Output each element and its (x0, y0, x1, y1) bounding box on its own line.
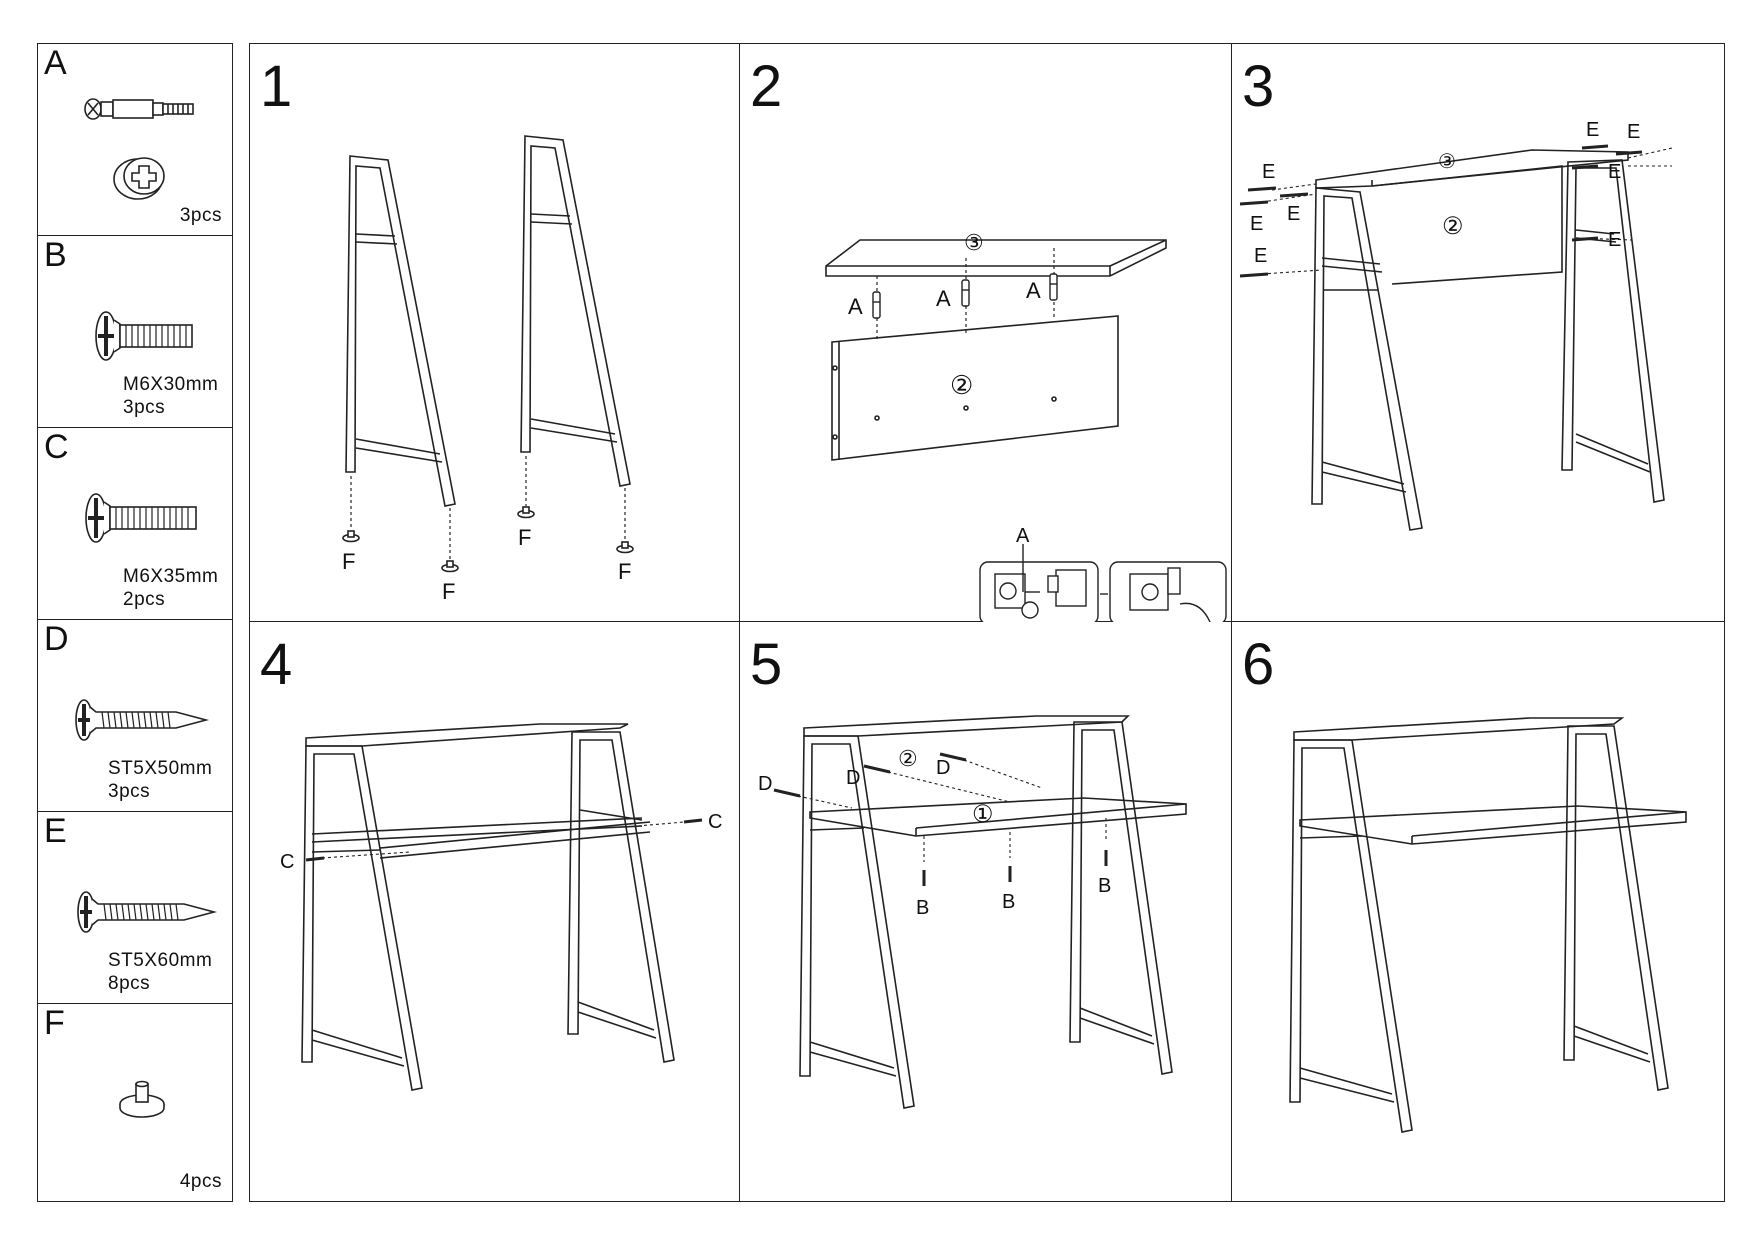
step-2-illustration: A A A ③ ② A (825, 230, 1227, 622)
step-1-illustration: F F F F (342, 135, 634, 604)
label-e: E (1287, 203, 1300, 225)
step-number: 5 (750, 632, 783, 697)
part-spec: M6X30mm 3pcs (123, 373, 218, 419)
label-d: D (846, 767, 860, 789)
step-6-illustration (1289, 717, 1687, 1133)
step-3-illustration: E E E E E E E E ③ ② (1239, 119, 1673, 531)
step-number: 3 (1242, 54, 1275, 119)
label-e: E (1627, 121, 1640, 143)
part-quantity: 3pcs (123, 397, 166, 418)
step-4-illustration: C C (280, 723, 722, 1091)
part-quantity: 4pcs (179, 1171, 222, 1192)
bolt-icon (85, 493, 197, 543)
label-f: F (518, 525, 531, 550)
label-c: C (280, 851, 294, 873)
label-d: D (758, 773, 772, 795)
part-quantity: 3pcs (179, 205, 222, 226)
step-1: 1 (250, 44, 740, 622)
label-b: B (916, 897, 929, 919)
label-e: E (1250, 213, 1263, 235)
foot-pad-icon (119, 1080, 165, 1118)
part-f: F 4pcs (37, 1003, 233, 1202)
part-d: D ST5X50mm 3pcs (37, 619, 233, 812)
part-letter: B (44, 236, 67, 274)
wood-screw-icon (77, 891, 218, 933)
label-a: A (1026, 278, 1041, 303)
cam-lock-icon (84, 98, 194, 200)
step-number: 1 (260, 54, 293, 119)
part-a: A 3pcs (37, 43, 233, 236)
part-letter: E (44, 812, 67, 850)
label-c: C (708, 811, 722, 833)
part-size: M6X35mm (123, 566, 219, 587)
panel-label: ③ (964, 230, 984, 255)
label-f: F (618, 559, 631, 584)
part-spec: ST5X50mm 3pcs (108, 757, 212, 803)
label-a: A (848, 294, 863, 319)
panel-label: ② (950, 370, 973, 400)
step-3: 3 (1232, 44, 1724, 622)
part-e: E ST5X60mm 8pcs (37, 811, 233, 1004)
label-d: D (936, 757, 950, 779)
label-e: E (1608, 161, 1621, 183)
panel-label: ① (972, 801, 994, 828)
part-quantity: 3pcs (108, 781, 151, 802)
part-spec: M6X35mm 2pcs (123, 565, 218, 611)
part-quantity: 8pcs (108, 973, 151, 994)
part-size: ST5X50mm (108, 758, 213, 779)
step-number: 2 (750, 54, 783, 119)
part-letter: A (44, 44, 67, 82)
label-e: E (1586, 119, 1599, 141)
part-size: ST5X60mm (108, 950, 213, 971)
label-e: E (1254, 245, 1267, 267)
part-b: B M6X30mm 3pcs (37, 235, 233, 428)
part-c: C M6X35mm 2pcs (37, 427, 233, 620)
label-b: B (1098, 875, 1111, 897)
step-number: 4 (260, 632, 293, 697)
step-4: 4 (250, 622, 740, 1201)
panel-label: ③ (1438, 151, 1456, 173)
wood-screw-icon (75, 699, 210, 741)
part-size: M6X30mm (123, 374, 219, 395)
step-5-illustration: D D D B B B ② ① (758, 715, 1187, 1109)
label-a: A (1016, 525, 1030, 547)
label-b: B (1002, 891, 1015, 913)
part-quantity: 2pcs (123, 589, 166, 610)
bolt-icon (95, 311, 193, 361)
step-2: 2 A (740, 44, 1232, 622)
step-6: 6 (1232, 622, 1724, 1201)
assembly-steps: 1 (249, 43, 1725, 1202)
part-letter: C (44, 428, 69, 466)
parts-list: A 3pcs B (37, 43, 235, 1202)
label-a: A (936, 286, 951, 311)
part-letter: D (44, 620, 69, 658)
label-e: E (1608, 229, 1621, 251)
label-e: E (1262, 161, 1275, 183)
label-f: F (342, 549, 355, 574)
part-letter: F (44, 1004, 65, 1042)
panel-label: ② (1442, 213, 1464, 240)
step-number: 6 (1242, 632, 1275, 697)
part-spec: ST5X60mm 8pcs (108, 949, 212, 995)
panel-label: ② (898, 746, 918, 771)
label-f: F (442, 579, 455, 604)
step-5: 5 (740, 622, 1232, 1201)
